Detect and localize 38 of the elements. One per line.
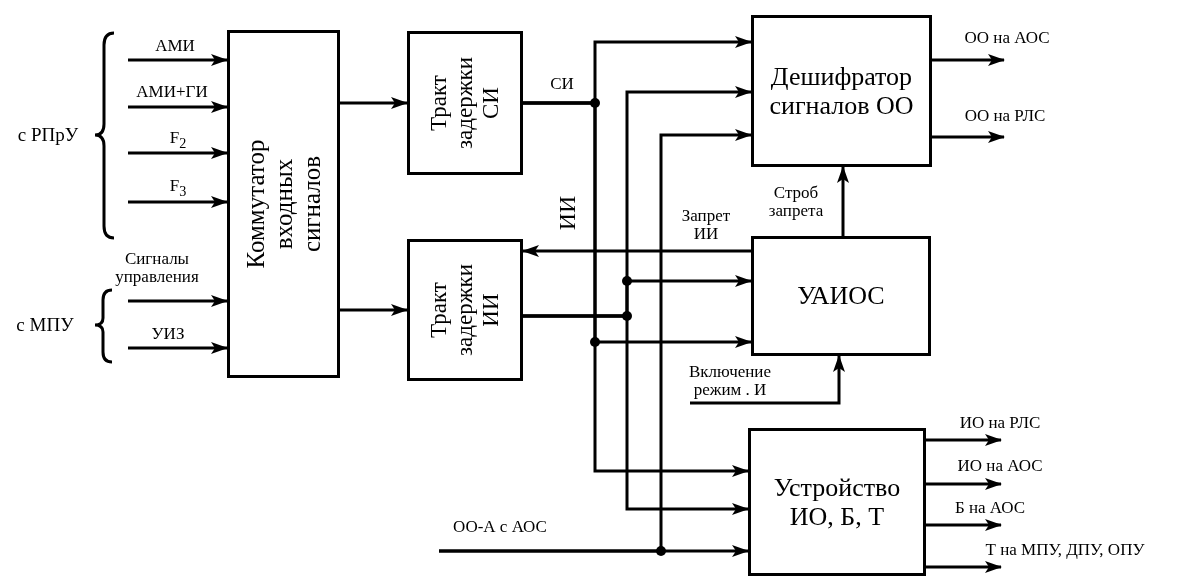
block-box xyxy=(751,236,931,356)
arrow xyxy=(522,245,751,257)
arrow xyxy=(523,314,749,515)
edge-label: F$_{3}$ xyxy=(168,177,188,199)
source-label: с МПУ xyxy=(16,314,74,336)
arrow xyxy=(128,147,228,159)
block-label: Тракт задержки ИИ xyxy=(426,262,504,359)
edge-label: F$_{2}$ xyxy=(168,129,188,151)
arrow xyxy=(439,545,749,557)
arrow xyxy=(128,101,228,113)
arrow xyxy=(837,166,849,236)
edge-label: Т на МПУ, ДПУ, ОПУ xyxy=(984,541,1146,559)
arrow xyxy=(523,101,749,477)
block-label: Коммутатор входных сигналов xyxy=(241,138,326,271)
arrow xyxy=(926,519,1002,531)
block-box xyxy=(407,31,523,175)
block-box xyxy=(751,15,932,167)
source-label: с РПрУ xyxy=(17,124,79,146)
block-box xyxy=(748,428,926,576)
arrow xyxy=(926,434,1002,446)
arrow xyxy=(128,342,228,354)
arrow xyxy=(690,355,845,405)
block-label: Тракт задержки СИ xyxy=(426,55,504,152)
arrow xyxy=(128,295,228,307)
arrow xyxy=(340,97,408,109)
arrow xyxy=(128,54,228,66)
block-box xyxy=(227,30,340,378)
arrow xyxy=(926,478,1002,490)
block-label: Устройство ИО, Б, Т xyxy=(772,472,902,532)
arrow xyxy=(340,304,408,316)
arrow xyxy=(932,54,1005,66)
arrow xyxy=(926,561,1002,573)
block-label: УАИОС xyxy=(796,281,886,311)
arrow xyxy=(932,131,1005,143)
block-label: Дешифратор сигналов ОО xyxy=(768,61,915,121)
block-box xyxy=(407,239,523,381)
signal-label: ИИ xyxy=(553,195,581,231)
arrow xyxy=(128,196,228,208)
